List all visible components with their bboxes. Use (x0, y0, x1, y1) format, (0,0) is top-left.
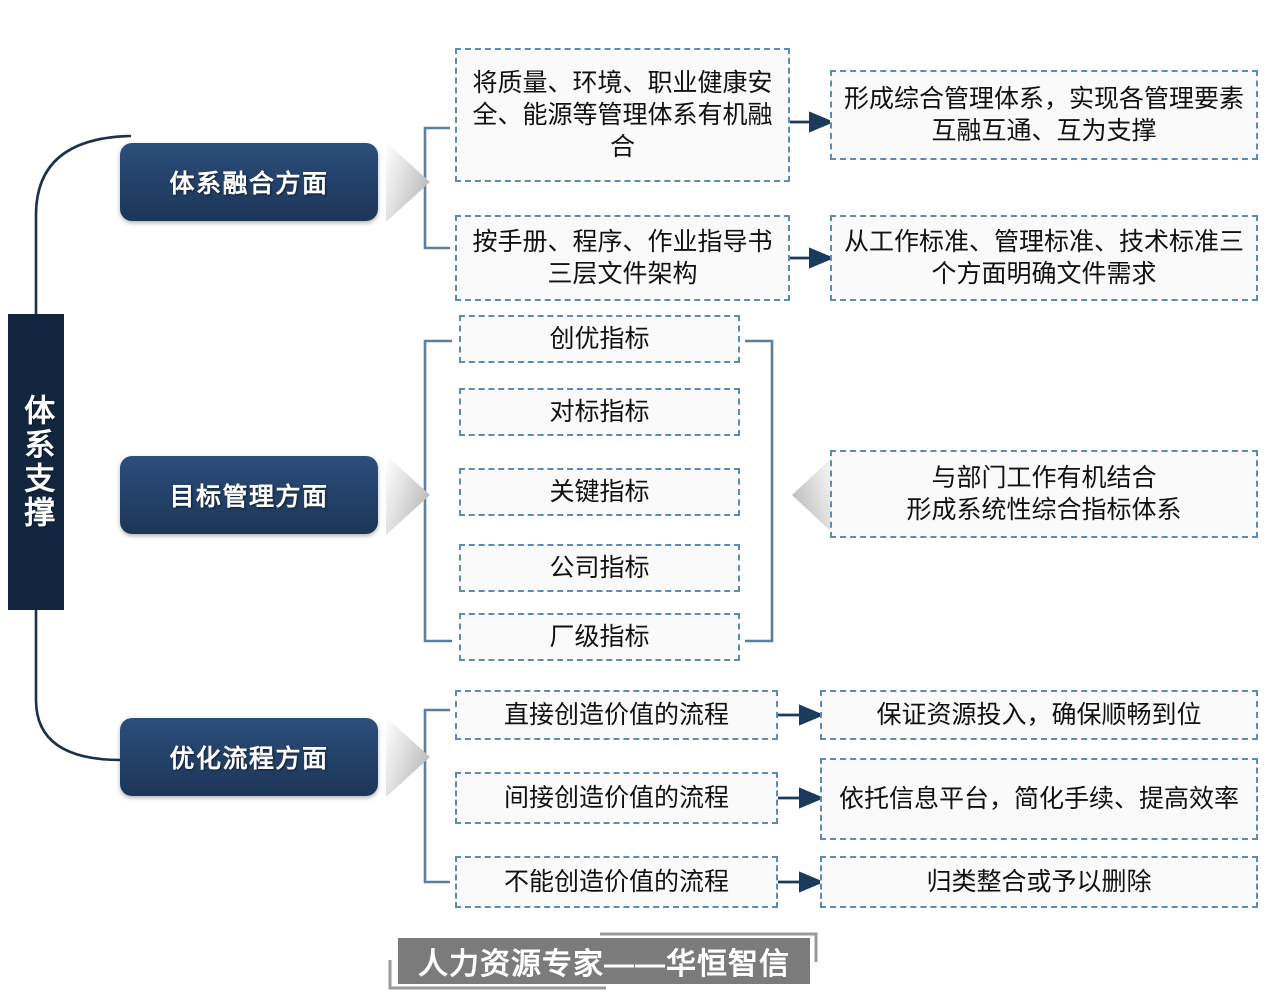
summary-line-2: 形成系统性综合指标体系 (906, 496, 1182, 524)
indicator-box-text: 厂级指标 (549, 623, 650, 651)
bracket-branch-1 (423, 126, 450, 250)
spine-wire-top (34, 134, 132, 314)
indicator-box-2[interactable]: 对标指标 (459, 388, 740, 436)
result-box-text: 从工作标准、管理标准、技术标准三个方面明确文件需求 (843, 228, 1244, 288)
source-box-b1-2[interactable]: 按手册、程序、作业指导书三层文件架构 (455, 215, 790, 301)
indicator-box-4[interactable]: 公司指标 (459, 544, 740, 592)
chevron-right-icon-3 (386, 717, 430, 797)
chevron-right-icon-2 (386, 455, 430, 535)
source-box-b1-1[interactable]: 将质量、环境、职业健康安全、能源等管理体系有机融合 (455, 48, 790, 182)
chevron-right-icon-1 (386, 142, 430, 222)
indicator-box-5[interactable]: 厂级指标 (459, 613, 740, 661)
spine-wire-bottom (34, 610, 122, 762)
process-result-box-1[interactable]: 保证资源投入，确保顺畅到位 (820, 690, 1258, 740)
bracket-branch-2-right (745, 339, 774, 643)
branch-pill-goal-management[interactable]: 目标管理方面 (120, 456, 378, 534)
process-result-text: 归类整合或予以删除 (926, 868, 1152, 896)
source-box-text: 将质量、环境、职业健康安全、能源等管理体系有机融合 (472, 69, 773, 161)
indicator-box-text: 公司指标 (549, 554, 650, 582)
branch-pill-label: 体系融合方面 (169, 170, 329, 198)
process-box-2[interactable]: 间接创造价值的流程 (455, 772, 778, 824)
summary-box-b2[interactable]: 与部门工作有机结合 形成系统性综合指标体系 (830, 450, 1258, 538)
branch-pill-system-integration[interactable]: 体系融合方面 (120, 143, 378, 221)
process-result-box-2[interactable]: 依托信息平台，简化手续、提高效率 (820, 758, 1258, 840)
result-box-b1-1[interactable]: 形成综合管理体系，实现各管理要素互融互通、互为支撑 (830, 70, 1258, 160)
source-box-text: 按手册、程序、作业指导书三层文件架构 (472, 228, 773, 288)
watermark-text: 人力资源专家——华恒智信 (418, 948, 790, 981)
spine-label: 体系支撑 (19, 394, 55, 530)
summary-line-1: 与部门工作有机结合 (931, 464, 1157, 492)
watermark-band: 人力资源专家——华恒智信 (398, 938, 810, 984)
process-result-text: 保证资源投入，确保顺畅到位 (876, 701, 1202, 729)
result-box-b1-2[interactable]: 从工作标准、管理标准、技术标准三个方面明确文件需求 (830, 215, 1258, 301)
process-box-1[interactable]: 直接创造价值的流程 (455, 690, 778, 740)
process-result-box-3[interactable]: 归类整合或予以删除 (820, 856, 1258, 908)
indicator-box-text: 关键指标 (549, 478, 650, 506)
branch-pill-label: 优化流程方面 (169, 745, 329, 773)
result-box-text: 形成综合管理体系，实现各管理要素互融互通、互为支撑 (843, 85, 1244, 145)
indicator-box-3[interactable]: 关键指标 (459, 468, 740, 516)
branch-pill-label: 目标管理方面 (169, 483, 329, 511)
bracket-branch-3 (423, 708, 450, 884)
spine-bar: 体系支撑 (8, 314, 64, 610)
indicator-box-1[interactable]: 创优指标 (459, 315, 740, 363)
process-box-text: 间接创造价值的流程 (503, 784, 729, 812)
process-box-text: 直接创造价值的流程 (503, 701, 729, 729)
process-result-text: 依托信息平台，简化手续、提高效率 (838, 785, 1239, 813)
branch-pill-process-optimization[interactable]: 优化流程方面 (120, 718, 378, 796)
indicator-box-text: 创优指标 (549, 325, 650, 353)
indicator-box-text: 对标指标 (549, 398, 650, 426)
bracket-branch-2-left (423, 339, 452, 643)
process-box-text: 不能创造价值的流程 (503, 868, 729, 896)
process-box-3[interactable]: 不能创造价值的流程 (455, 856, 778, 908)
